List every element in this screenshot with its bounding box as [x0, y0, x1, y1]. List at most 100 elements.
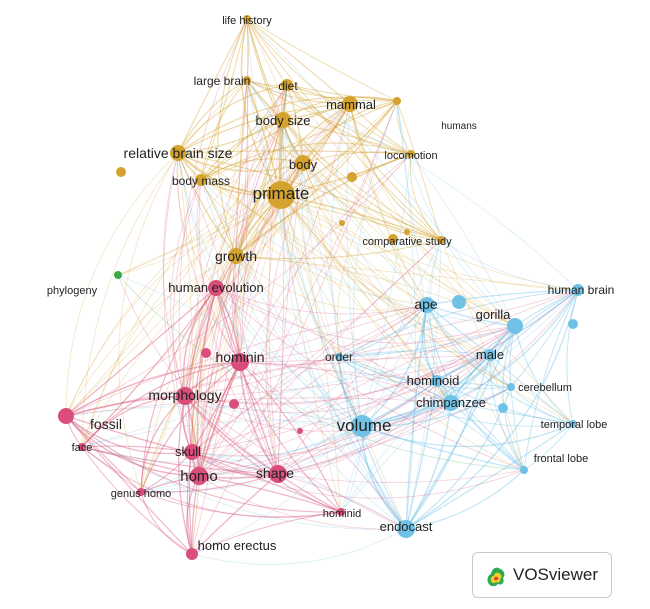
node-diet[interactable]	[281, 79, 293, 91]
node-temporal-lobe[interactable]	[569, 420, 577, 428]
node-male[interactable]	[484, 349, 496, 361]
network-node[interactable]	[297, 428, 303, 434]
node-body[interactable]	[295, 155, 311, 171]
node-growth[interactable]	[228, 248, 244, 264]
node-face[interactable]	[78, 443, 86, 451]
network-link	[280, 194, 428, 306]
network-link	[200, 179, 407, 530]
network-link	[338, 304, 428, 358]
network-link	[302, 100, 398, 164]
network-link	[177, 96, 398, 154]
node-locomotion[interactable]	[407, 150, 415, 158]
label-skull: skull	[175, 444, 201, 459]
network-node[interactable]	[229, 399, 239, 409]
network-link	[235, 255, 428, 311]
network-link	[286, 84, 398, 102]
node-human-evolution[interactable]	[208, 280, 224, 296]
node-relative-brain-size[interactable]	[170, 145, 186, 161]
node-order[interactable]	[335, 353, 343, 361]
network-link	[277, 386, 512, 475]
node-ape[interactable]	[419, 297, 435, 313]
node-frontal-lobe[interactable]	[520, 466, 528, 474]
network-link	[65, 162, 304, 417]
network-link	[277, 289, 579, 475]
network-node[interactable]	[404, 229, 410, 235]
node-body-size[interactable]	[275, 112, 291, 128]
node-large-brain[interactable]	[243, 76, 251, 84]
node-homo[interactable]	[190, 467, 208, 485]
network-link	[410, 153, 516, 327]
network-node[interactable]	[339, 220, 345, 226]
node-genus-homo[interactable]	[137, 488, 145, 496]
network-link	[301, 162, 363, 427]
network-link	[423, 304, 452, 404]
node-hominin[interactable]	[231, 353, 249, 371]
node-skull[interactable]	[184, 444, 200, 460]
node-mammal[interactable]	[342, 96, 358, 112]
network-link	[81, 79, 248, 448]
network-link	[191, 194, 282, 555]
network-link	[140, 287, 217, 493]
network-node[interactable]	[568, 319, 578, 329]
network-link	[282, 119, 412, 155]
node-gorilla[interactable]	[507, 318, 523, 334]
node-endocast[interactable]	[397, 520, 415, 538]
network-link	[191, 325, 516, 453]
network-link	[277, 162, 304, 475]
label-diet: diet	[278, 79, 298, 93]
network-link	[184, 395, 279, 475]
network-link	[239, 361, 342, 513]
network-link	[302, 162, 442, 241]
network-link	[198, 153, 412, 477]
node-primate[interactable]	[267, 181, 295, 209]
network-link	[198, 239, 442, 477]
network-link	[330, 103, 407, 530]
network-link	[286, 84, 574, 425]
network-node[interactable]	[498, 403, 508, 413]
node-morphology[interactable]	[176, 387, 194, 405]
node-volume[interactable]	[351, 415, 373, 437]
network-link	[65, 397, 452, 417]
network-link	[246, 18, 284, 121]
network-link	[280, 194, 342, 513]
network-node[interactable]	[201, 348, 211, 358]
network-link	[65, 194, 282, 417]
node-hominid[interactable]	[337, 508, 345, 516]
network-link	[140, 425, 363, 493]
network-link	[236, 119, 284, 363]
network-node[interactable]	[347, 172, 357, 182]
network-node[interactable]	[452, 295, 466, 309]
network-link	[361, 325, 516, 427]
label-cerebellum: cerebellum	[518, 382, 572, 394]
network-link	[266, 194, 282, 475]
network-link	[426, 289, 579, 306]
node-life-history[interactable]	[243, 15, 251, 23]
node-homo-erectus[interactable]	[186, 548, 198, 560]
network-link	[200, 179, 574, 425]
network-link	[280, 194, 579, 291]
node-humans[interactable]	[393, 97, 401, 105]
network-link	[177, 152, 279, 475]
network-link	[65, 415, 142, 493]
network-link	[182, 287, 217, 397]
network-link	[81, 395, 186, 448]
node-fossil[interactable]	[58, 408, 74, 424]
network-link	[215, 287, 525, 471]
network-link	[280, 194, 438, 382]
node-phylogeny[interactable]	[114, 271, 122, 279]
network-link	[191, 425, 363, 457]
node-hominoid[interactable]	[431, 375, 443, 387]
node-comparative-study[interactable]	[437, 236, 445, 244]
network-link	[81, 445, 193, 453]
network-link	[239, 361, 438, 382]
network-link	[510, 289, 579, 388]
node-cerebellum[interactable]	[507, 383, 515, 391]
node-shape[interactable]	[269, 465, 287, 483]
network-node[interactable]	[116, 167, 126, 177]
node-human-brain[interactable]	[572, 284, 584, 296]
node-chimpanzee[interactable]	[443, 395, 459, 411]
network-link	[246, 18, 288, 86]
network-node[interactable]	[388, 234, 398, 244]
node-body-mass[interactable]	[195, 174, 207, 186]
network-link	[200, 158, 304, 181]
